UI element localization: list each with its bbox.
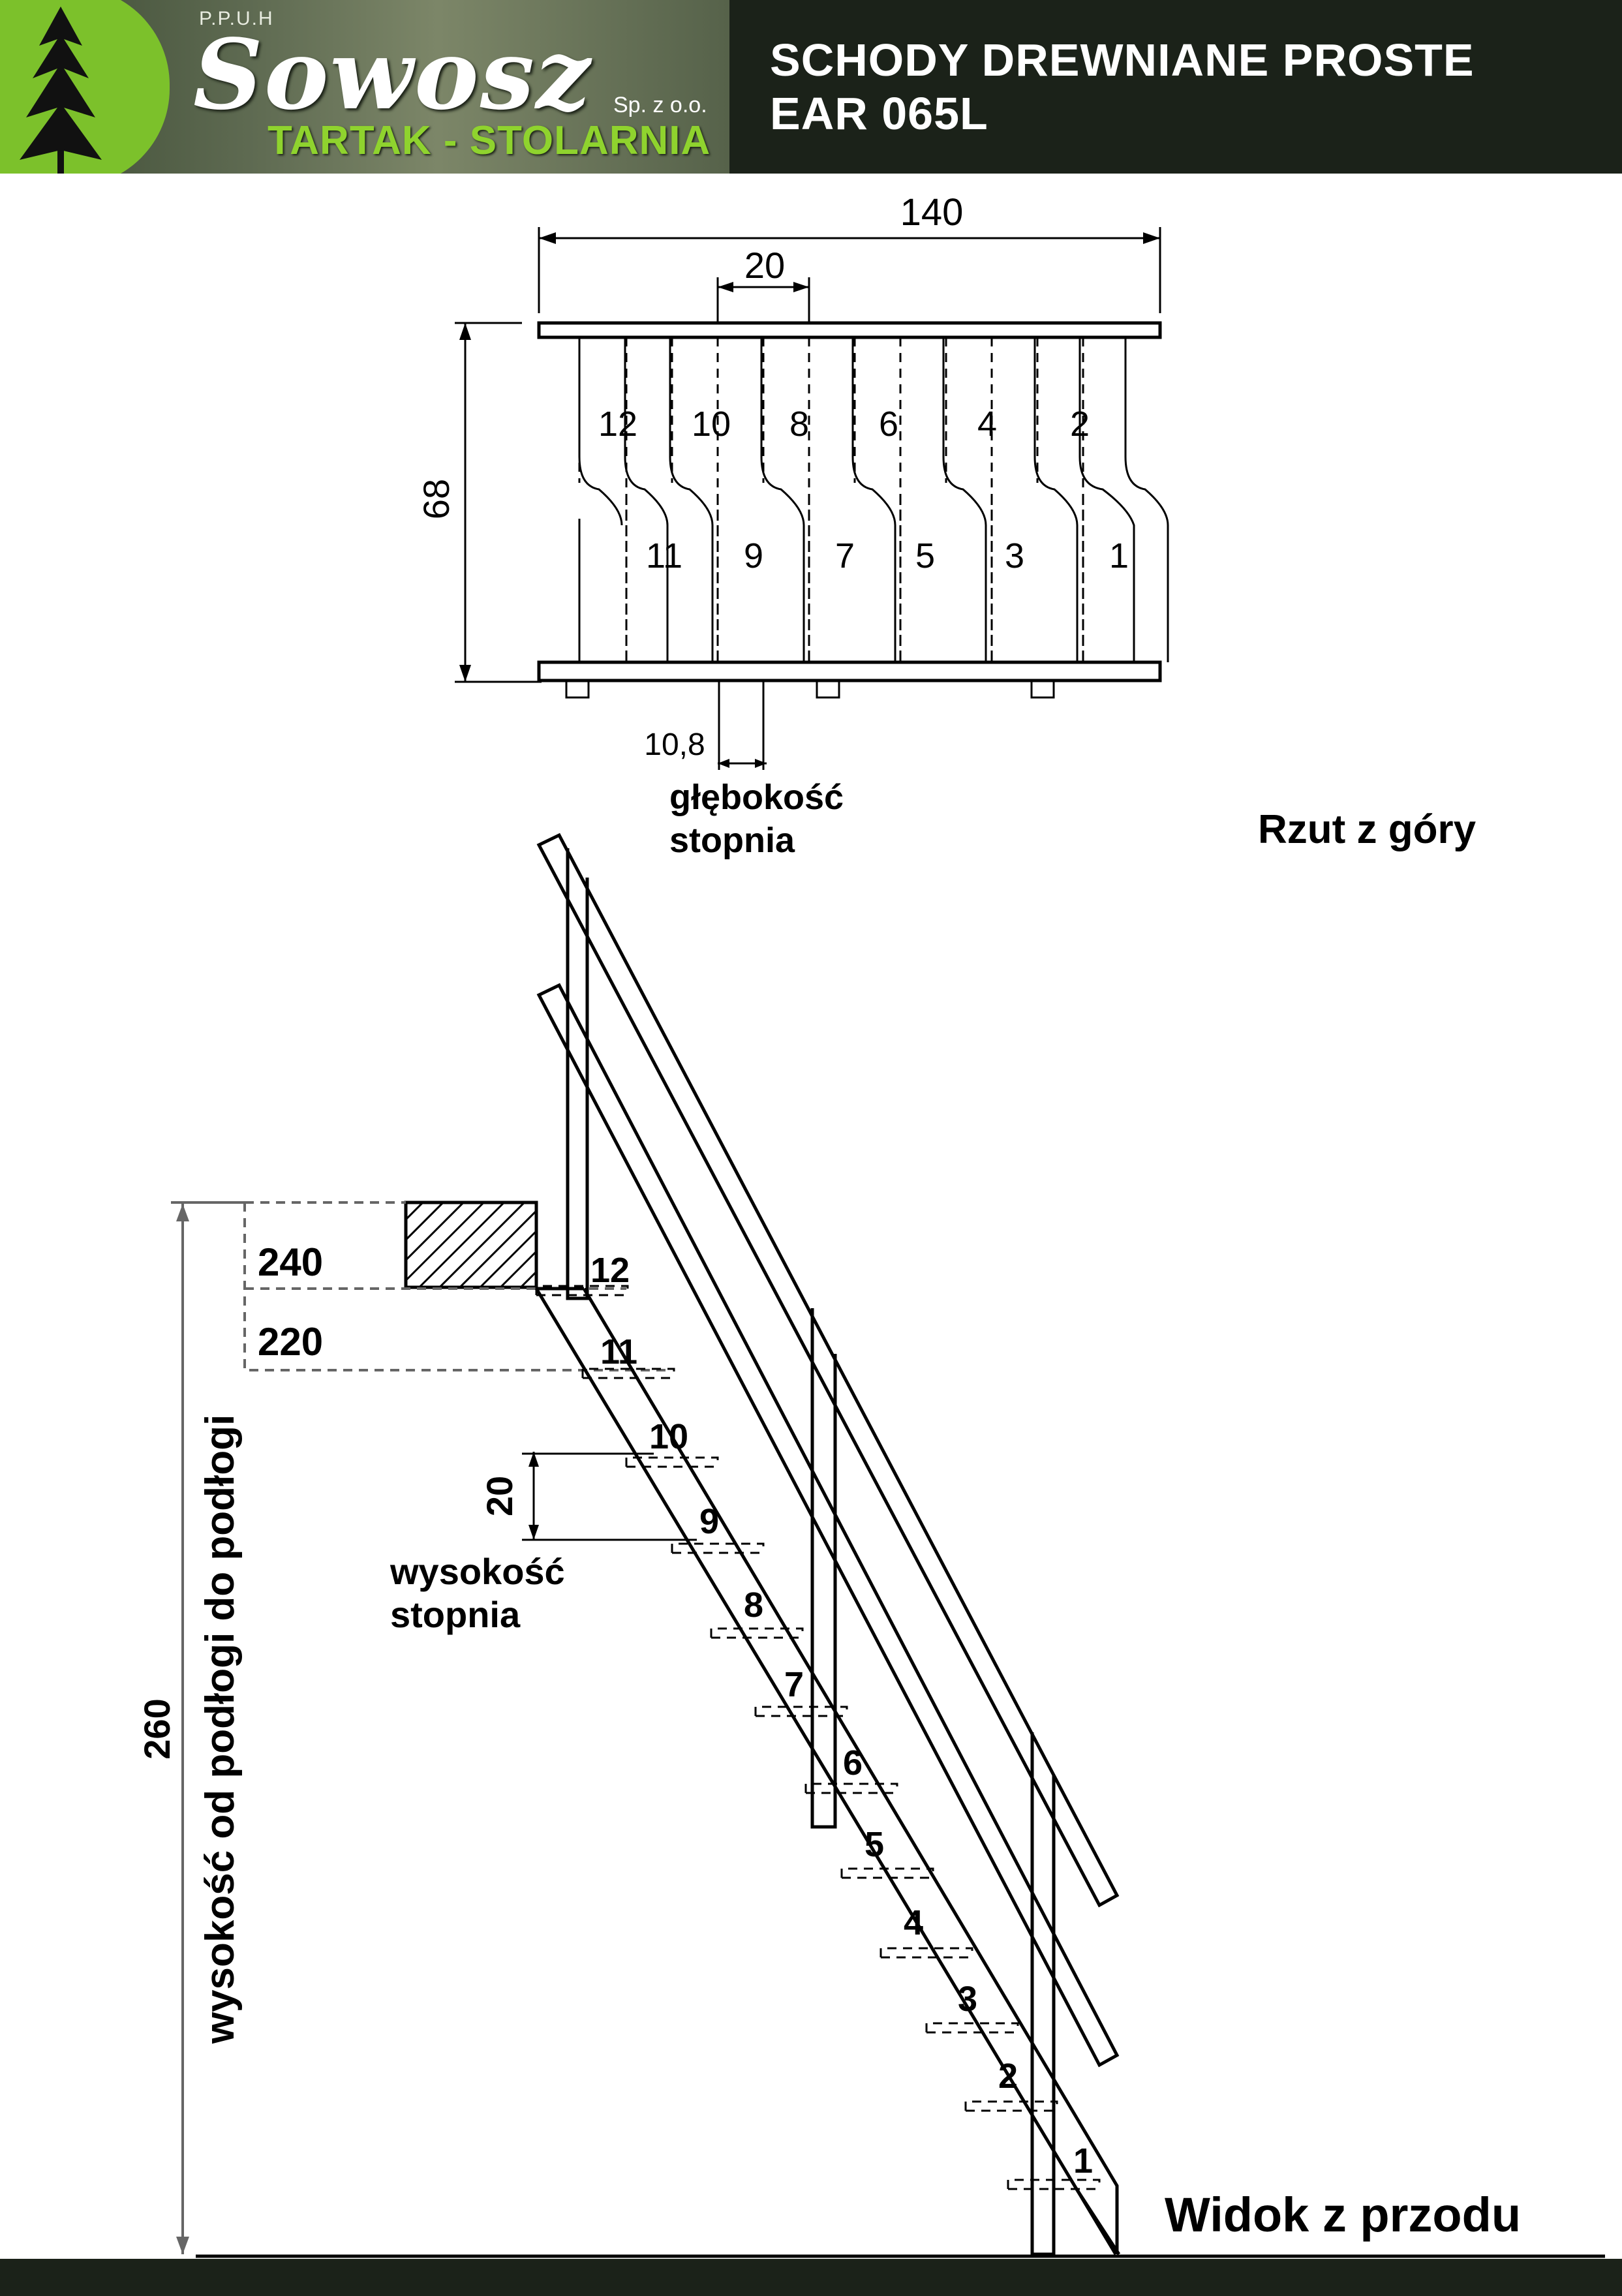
front-step-number: 3 [958,1980,977,2019]
stringer-front-edge [534,1287,1118,2256]
stringer-back-edge [582,1287,1119,2254]
top-step-number: 4 [977,405,997,444]
tread-edge [624,337,669,662]
tread-depth-label-1: głębokość [669,778,844,817]
dimension-length: 68 [416,322,542,683]
tread-depth-label-2: stopnia [669,821,795,860]
step-tread-outline [710,1627,804,1639]
front-step-number: 12 [590,1251,630,1290]
top-step-number: 10 [692,405,731,444]
step-height-value: 20 [479,1476,520,1516]
top-step-number: 3 [1005,536,1024,575]
front-step-number: 5 [865,1825,884,1864]
document-title-line1: SCHODY DREWNIANE PROSTE [770,35,1475,85]
step-tread-outline [581,1368,675,1379]
level-lower-value: 220 [258,1320,323,1364]
tread-edge [1124,337,1169,662]
header-banner: P.P.U.H Sowosz Sp. z o.o. TARTAK - STOLA… [0,0,1622,174]
width-value: 140 [900,191,964,234]
step-height-label-2: stopnia [390,1594,521,1635]
step-tread-outline [964,2100,1058,2112]
baluster-middle [810,1308,837,1829]
front-step-number: 4 [904,1903,923,1942]
document-title-line2: EAR 065L [770,88,988,139]
tread-edge [851,337,896,662]
step-tread-outline [804,1783,898,1794]
top-step-number: 2 [1070,405,1090,444]
tread-outlines: 2 4 6 8 10 12 1 3 5 7 9 11 [578,337,1169,662]
step-tread-outline [754,1706,848,1717]
tagline: TARTAK - STOLARNIA [268,118,711,163]
front-step-number: 6 [843,1743,863,1783]
step-tread-outline [925,2022,1019,2034]
company-prefix: P.P.U.H [199,8,274,29]
step-tread-outline [840,1867,934,1879]
logo-panel: P.P.U.H Sowosz Sp. z o.o. TARTAK - STOLA… [0,0,729,174]
dimension-total-height: 260 wysokość od podłogi do podłogi [136,1201,245,2254]
front-step-number: 9 [699,1502,719,1541]
tree-icon [20,7,102,174]
top-step-number: 6 [879,405,898,444]
level-markers: 240 220 [243,1201,669,1371]
top-step-number: 5 [915,536,935,575]
baluster-top [566,848,589,1300]
legal-form: Sp. z o.o. [613,93,707,117]
level-upper-value: 240 [258,1240,323,1284]
front-step-number: 10 [649,1417,688,1456]
total-height-label: wysokość od podłogi do podłogi [198,1415,243,2044]
front-step-number: 7 [784,1665,804,1704]
step-tread-outline [1007,2179,1101,2190]
top-step-number: 12 [598,405,637,444]
front-step-number: 2 [998,2057,1018,2096]
top-view-caption: Rzut z góry [1258,807,1477,852]
brand-name: Sowosz [193,18,592,131]
tread-edge [1033,337,1079,662]
upper-floor-section [404,1201,538,1289]
top-step-number: 7 [835,536,855,575]
dimension-step-height: 20 wysokość stopnia [390,1452,697,1635]
step-tread-outline [671,1542,765,1554]
step-height-label-1: wysokość [390,1551,565,1592]
front-view-caption: Widok z przodu [1165,2188,1521,2242]
front-step-number: 8 [744,1585,763,1625]
top-step-number: 9 [744,536,763,575]
front-step-number: 1 [1073,2141,1093,2181]
tread-edge [1079,337,1135,662]
tread-edge [669,337,714,662]
lower-rail [537,660,1162,682]
length-value: 68 [416,479,457,519]
tree-logo-badge [0,0,170,174]
baluster-bottom [1030,1732,1056,2256]
upper-rail [537,321,1162,339]
dimension-tread-width: 20 [716,245,810,323]
top-step-number: 11 [646,536,682,575]
tread-edge [760,337,805,662]
dimension-tread-depth: 10,8 głębokość stopnia [644,727,844,860]
total-height-value: 260 [136,1698,177,1759]
tread-depth-value: 10,8 [644,727,705,762]
tread-width-value: 20 [744,245,785,286]
floor-band [0,2259,1622,2296]
top-step-number: 1 [1109,536,1129,575]
step-tread-outline [625,1456,719,1468]
handrail-upper [536,833,1120,1908]
front-view: 260 wysokość od podłogi do podłogi 240 2… [0,833,1622,2296]
top-step-number: 8 [789,405,809,444]
step-tread-outline [535,1285,629,1296]
tread-edge [942,337,987,662]
front-step-number: 11 [600,1332,637,1371]
step-tread-outline [880,1947,973,1959]
dimension-width: 140 [538,191,1161,313]
handrail-lower [536,983,1120,2068]
